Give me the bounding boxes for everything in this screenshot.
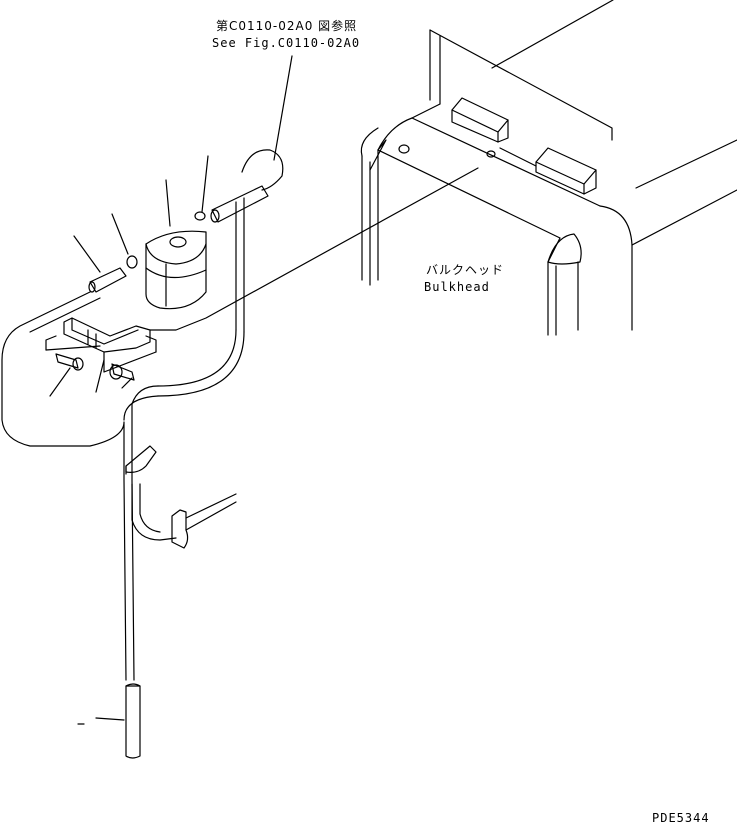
reservoir-tank — [145, 179, 207, 310]
hose-left-short — [73, 235, 127, 293]
hose-main-loop — [1, 291, 159, 759]
bulkhead-label-en: Bulkhead — [424, 280, 490, 294]
lower-clamps — [125, 445, 237, 549]
hose-upper-end — [157, 55, 293, 397]
hose-clamps — [111, 155, 209, 269]
reference-label-jp: 第C0110-02A0 図参照 — [216, 18, 357, 33]
bulkhead-label-jp: バルクヘッド — [426, 263, 504, 277]
mounting-bracket — [45, 167, 479, 397]
bulkhead-structure — [360, 0, 737, 336]
drawing-code: PDE5344 — [652, 811, 710, 825]
reference-label-en: See Fig.C0110-02A0 — [212, 36, 360, 50]
